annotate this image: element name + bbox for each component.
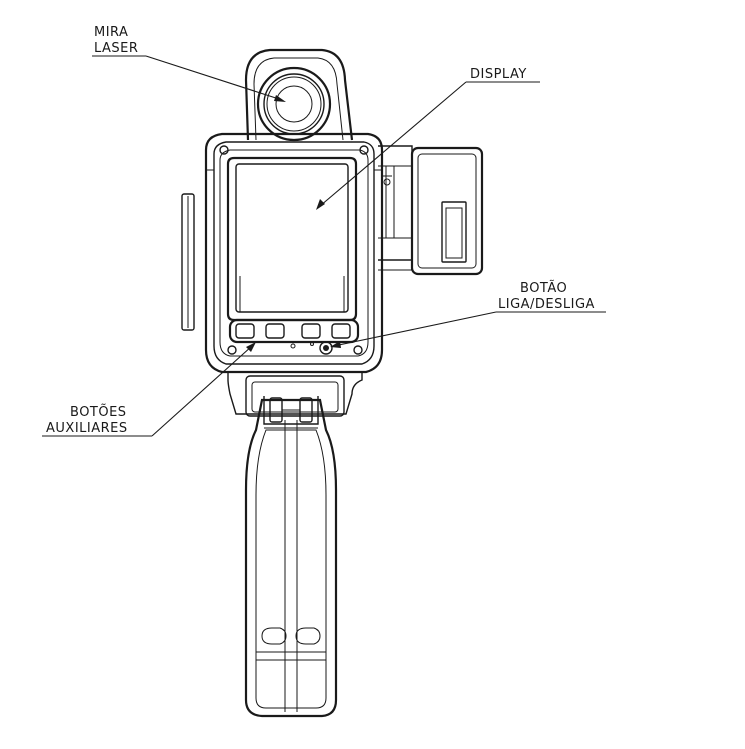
label-mira-line1: MIRA	[94, 25, 128, 40]
label-botao-line2: LIGA/DESLIGA	[498, 297, 595, 312]
side-module	[378, 145, 484, 276]
aux-button-4[interactable]	[331, 323, 351, 339]
leader-lines	[42, 55, 606, 437]
aux-button-1[interactable]	[235, 323, 255, 339]
aux-button-3[interactable]	[301, 323, 321, 339]
left-rail	[181, 193, 195, 331]
trigger-guard	[227, 371, 363, 429]
label-botao-line1: BOTÃO	[520, 280, 567, 296]
auxiliary-buttons	[228, 318, 360, 349]
display-screen	[226, 156, 358, 322]
label-display: DISPLAY	[470, 67, 527, 82]
laser-sight-housing	[244, 48, 354, 142]
aux-button-2[interactable]	[265, 323, 285, 339]
power-button[interactable]	[319, 341, 333, 355]
main-body	[204, 132, 392, 374]
label-mira-line2: LASER	[94, 41, 138, 56]
handle	[244, 398, 338, 718]
labels: MIRA LASER DISPLAY BOTÃO LIGA/DESLIGA BO…	[46, 25, 595, 436]
label-botoes-line2: AUXILIARES	[46, 421, 128, 436]
label-botoes-line1: BOTÕES	[70, 404, 127, 420]
